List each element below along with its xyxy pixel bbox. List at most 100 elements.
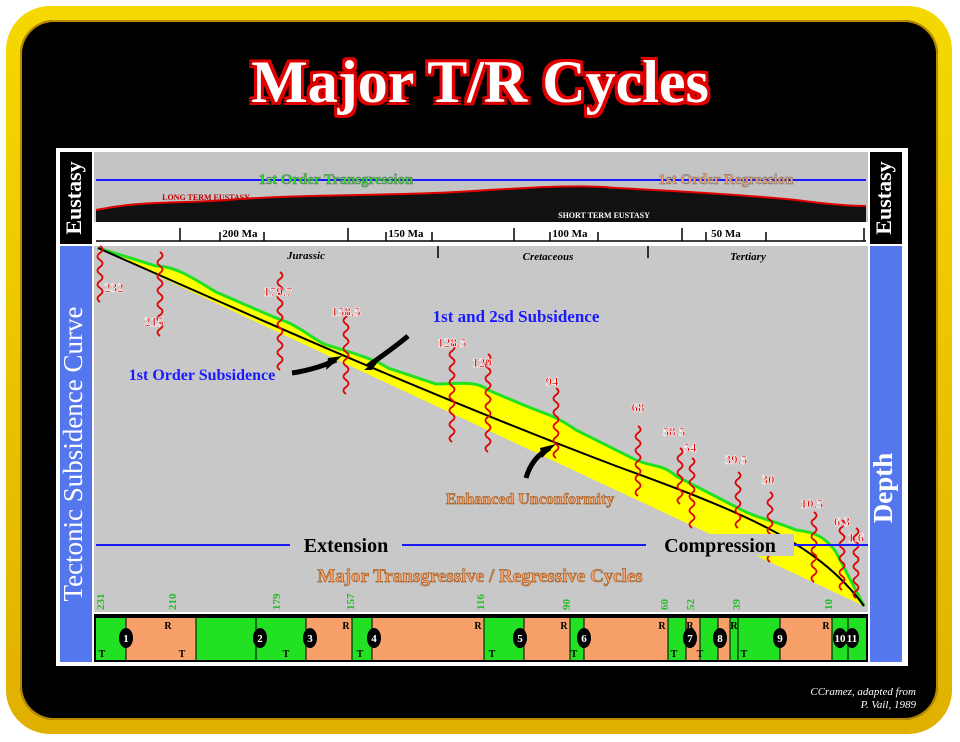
- page-title: Major T/R Cycles: [251, 49, 709, 115]
- tectonic-label: Tectonic Subsidence Curve: [58, 306, 88, 601]
- cycle-number: 8: [717, 633, 723, 645]
- unconformity-wavy-line: [676, 447, 684, 505]
- cycle-number: 11: [847, 633, 857, 645]
- green-age-label: 39: [731, 599, 743, 611]
- timescale-label: 100 Ma: [552, 228, 588, 240]
- cycle-number: 4: [371, 633, 377, 645]
- transgressive-segment: [738, 618, 780, 660]
- red-age-label: 94: [546, 374, 560, 389]
- tectonic-label-box: [60, 246, 92, 662]
- arrow-head-2: [326, 356, 342, 370]
- green-age-label: 231: [95, 594, 107, 611]
- cycle-number: 7: [687, 633, 693, 645]
- unconformity-wavy-line: [852, 527, 860, 599]
- period-label: Cretaceous: [523, 251, 574, 263]
- unconformity-wavy-line: [552, 387, 560, 459]
- regression-marker: R: [658, 621, 666, 632]
- extension-label: Extension: [304, 535, 388, 557]
- depth-label: Depth: [868, 453, 898, 524]
- compression-label-bg: [646, 534, 794, 556]
- red-age-label: 128.5: [437, 335, 467, 350]
- unconformity-wavy-line: [838, 519, 846, 591]
- green-age-label: 52: [685, 599, 697, 611]
- transgressive-segment: [730, 618, 738, 660]
- first-regression-label: 1st Order Regression: [658, 172, 794, 188]
- regressive-segment: [372, 618, 484, 660]
- timescale-label: 150 Ma: [388, 228, 424, 240]
- regression-marker: R: [560, 621, 568, 632]
- eustasy-right-label: Eustasy: [871, 161, 896, 234]
- regression-marker: R: [474, 621, 482, 632]
- transgression-marker: T: [283, 649, 290, 660]
- unconformity-markers: [96, 245, 860, 599]
- transgression-marker: T: [571, 649, 578, 660]
- green-age-label: 157: [345, 593, 357, 610]
- first-transgression-label: 1st Order Transgression: [259, 172, 414, 188]
- unconformity-wavy-line: [810, 511, 818, 583]
- red-age-label: 120: [472, 355, 492, 370]
- major-cycles-label: Major Transgressive / Regressive Cycles: [317, 566, 642, 587]
- regression-marker: R: [164, 621, 172, 632]
- unconformity-wavy-line: [448, 343, 456, 443]
- cycle-number: 5: [517, 633, 523, 645]
- timescale-labels: 200 Ma 150 Ma 100 Ma 50 Ma: [219, 228, 741, 241]
- transgression-marker: T: [697, 649, 704, 660]
- transgression-marker: T: [179, 649, 186, 660]
- red-age-label: 158.5: [331, 304, 361, 319]
- green-age-label: 10: [823, 599, 835, 611]
- enhanced-unconformity-label: Enhanced Unconformity: [446, 491, 614, 508]
- transgressive-segment: [352, 618, 372, 660]
- cycle-number-badge: [845, 628, 859, 648]
- cycle-number-badge: [833, 628, 847, 648]
- regressive-segment: [584, 618, 668, 660]
- red-age-label: 39.5: [725, 452, 748, 467]
- cycle-number: 2: [257, 633, 263, 645]
- timescale-strip: [94, 222, 868, 244]
- unconformity-wavy-line: [276, 271, 284, 371]
- timescale-label: 50 Ma: [711, 228, 741, 240]
- cycle-number: 9: [777, 633, 783, 645]
- long-term-eustasy-curve: [95, 185, 867, 211]
- first-second-subsidence-label: 1st and 2sd Subsidence: [433, 307, 600, 326]
- extension-label-bg: [290, 534, 402, 556]
- eustasy-left-box: [60, 152, 92, 244]
- unconformity-wavy-line: [484, 353, 492, 453]
- transgressive-segment: [668, 618, 686, 660]
- arrow-head-1: [364, 356, 382, 370]
- transgressive-segment: [196, 618, 256, 660]
- transgression-marker: T: [357, 649, 364, 660]
- timescale-label: 200 Ma: [222, 228, 258, 240]
- red-age-label: 179.7: [263, 284, 293, 299]
- cycle-number-badge: [713, 628, 727, 648]
- cycle-number-badge: [253, 628, 267, 648]
- transgression-marker: T: [489, 649, 496, 660]
- timescale-ticks: [179, 228, 865, 241]
- green-age-label: 60: [659, 599, 671, 611]
- period-label: Jurassic: [286, 250, 325, 262]
- cycle-number-badge: [367, 628, 381, 648]
- regressive-segment: [126, 618, 196, 660]
- red-age-labels: 232215179.7158.5128.5120946858.55439.530…: [104, 280, 865, 546]
- cycle-number-badge: [773, 628, 787, 648]
- red-age-label: 6.3: [834, 514, 851, 529]
- cycle-number-badge: [513, 628, 527, 648]
- green-age-label: 116: [475, 594, 487, 610]
- eustasy-left-label: Eustasy: [61, 161, 86, 234]
- cycle-number: 6: [581, 633, 587, 645]
- cycle-number-badge: [577, 628, 591, 648]
- red-age-label: 1.6: [848, 530, 865, 545]
- tr-cycle-diagram: Eustasy Tectonic Subsidence Curve Eustas…: [56, 148, 908, 666]
- unconformity-wavy-line: [688, 457, 696, 529]
- short-term-eustasy-label: SHORT TERM EUSTASY: [558, 211, 650, 220]
- subsidence-fill: [98, 248, 864, 606]
- transgressive-segment: [570, 618, 584, 660]
- regression-marker: R: [730, 621, 738, 632]
- red-age-label: 215: [144, 314, 164, 329]
- regression-marker: R: [342, 621, 350, 632]
- unconformity-wavy-line: [734, 471, 742, 529]
- long-term-eustasy-label: LONG TERM EUSTASY: [162, 193, 250, 202]
- unconformity-wavy-line: [96, 245, 104, 303]
